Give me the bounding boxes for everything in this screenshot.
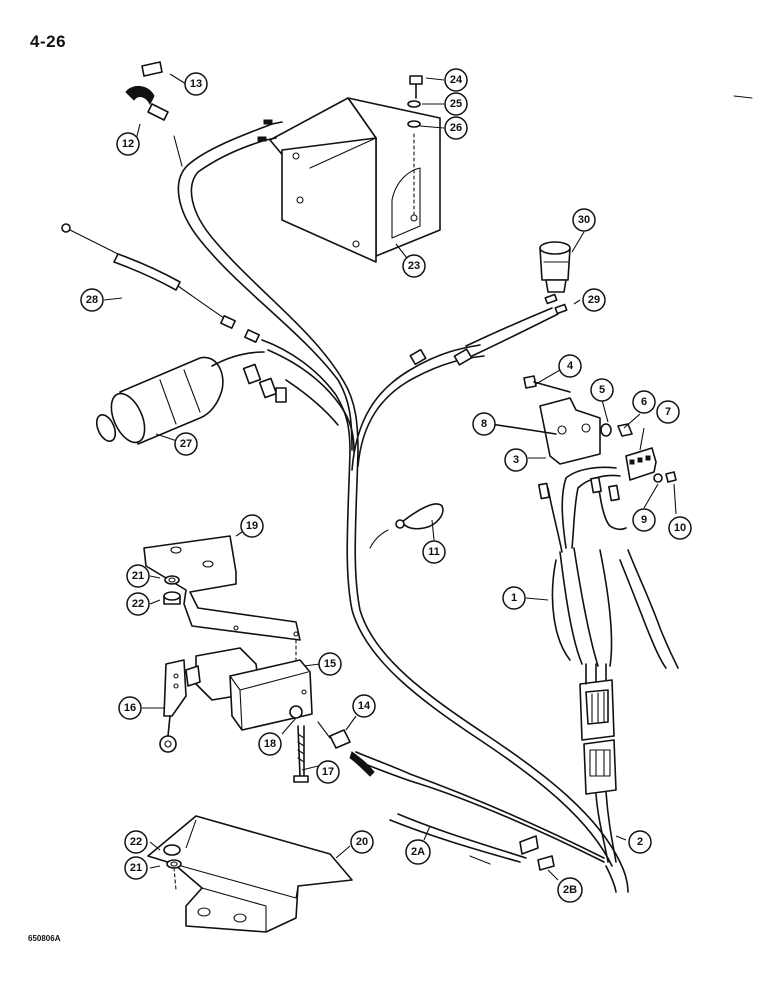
callout-1: 1	[502, 586, 526, 610]
svg-text:10: 10	[674, 522, 686, 534]
harness-1	[538, 466, 679, 863]
svg-text:8: 8	[481, 418, 487, 430]
svg-text:14: 14	[358, 700, 371, 712]
bracket-19	[143, 535, 301, 661]
callout-27: 27	[174, 432, 198, 456]
callout-16: 16	[118, 696, 142, 720]
svg-text:12: 12	[122, 138, 134, 150]
callout-21-upper: 21	[126, 564, 150, 588]
callout-14: 14	[352, 694, 376, 718]
svg-text:3: 3	[513, 454, 519, 466]
callout-28: 28	[80, 288, 104, 312]
callout-23: 23	[402, 254, 426, 278]
svg-text:29: 29	[588, 294, 600, 306]
svg-text:7: 7	[665, 406, 671, 418]
svg-text:9: 9	[641, 514, 647, 526]
callout-25: 25	[444, 92, 468, 116]
callout-11: 11	[422, 540, 446, 564]
svg-text:28: 28	[86, 294, 98, 306]
svg-text:26: 26	[450, 122, 462, 134]
callout-22-upper: 22	[126, 592, 150, 616]
svg-text:22: 22	[130, 836, 142, 848]
solenoid-23	[257, 75, 441, 263]
svg-text:22: 22	[132, 598, 144, 610]
clamp-12-13	[125, 61, 183, 167]
svg-text:11: 11	[428, 546, 440, 558]
callout-2a: 2A	[405, 839, 431, 865]
callout-13: 13	[184, 72, 208, 96]
svg-text:5: 5	[599, 384, 605, 396]
svg-text:19: 19	[246, 520, 258, 532]
callout-21-lower: 21	[124, 856, 148, 880]
callout-30: 30	[572, 208, 596, 232]
bracket-3-terminal-7	[477, 375, 677, 483]
page-number: 4-26	[30, 32, 67, 51]
svg-text:6: 6	[641, 396, 647, 408]
svg-text:17: 17	[322, 766, 334, 778]
callout-18: 18	[258, 732, 282, 756]
callout-29: 29	[582, 288, 606, 312]
callout-8: 8	[472, 412, 496, 436]
callout-24: 24	[444, 68, 468, 92]
callout-3: 3	[504, 448, 528, 472]
wire-28	[61, 223, 260, 343]
callout-5: 5	[590, 378, 614, 402]
svg-text:2B: 2B	[563, 884, 577, 896]
svg-text:2: 2	[637, 836, 643, 848]
callout-2: 2	[628, 830, 652, 854]
capacitor-27	[95, 351, 287, 445]
svg-text:4: 4	[567, 360, 574, 372]
main-harness-wires	[177, 123, 629, 893]
svg-text:16: 16	[124, 702, 136, 714]
switch-block-15-16	[159, 647, 351, 783]
svg-text:25: 25	[450, 98, 462, 110]
callout-22-lower: 22	[124, 830, 148, 854]
callout-12: 12	[116, 132, 140, 156]
figure-code: 650806A	[28, 934, 61, 943]
wire-2a-2b	[349, 751, 605, 871]
svg-text:20: 20	[356, 836, 368, 848]
callout-7: 7	[656, 400, 680, 424]
svg-text:15: 15	[324, 658, 336, 670]
callout-10: 10	[668, 516, 692, 540]
callout-17: 17	[316, 760, 340, 784]
svg-text:21: 21	[132, 570, 144, 582]
svg-text:13: 13	[190, 78, 202, 90]
callout-26: 26	[444, 116, 468, 140]
callout-9: 9	[632, 508, 656, 532]
svg-text:21: 21	[130, 862, 142, 874]
svg-text:1: 1	[511, 592, 517, 604]
callout-15: 15	[318, 652, 342, 676]
svg-text:30: 30	[578, 214, 590, 226]
svg-text:23: 23	[408, 260, 420, 272]
callout-6: 6	[632, 390, 656, 414]
svg-text:24: 24	[450, 74, 463, 86]
callout-2b: 2B	[557, 877, 583, 903]
svg-text:2A: 2A	[411, 846, 425, 858]
fuse-holder-11	[369, 503, 444, 549]
callout-4: 4	[558, 354, 582, 378]
callout-20: 20	[350, 830, 374, 854]
bracket-20	[147, 815, 353, 933]
callout-19: 19	[240, 514, 264, 538]
svg-text:27: 27	[180, 438, 192, 450]
svg-text:18: 18	[264, 738, 276, 750]
washers-upper	[163, 575, 181, 605]
pressure-switch-30	[409, 241, 571, 366]
